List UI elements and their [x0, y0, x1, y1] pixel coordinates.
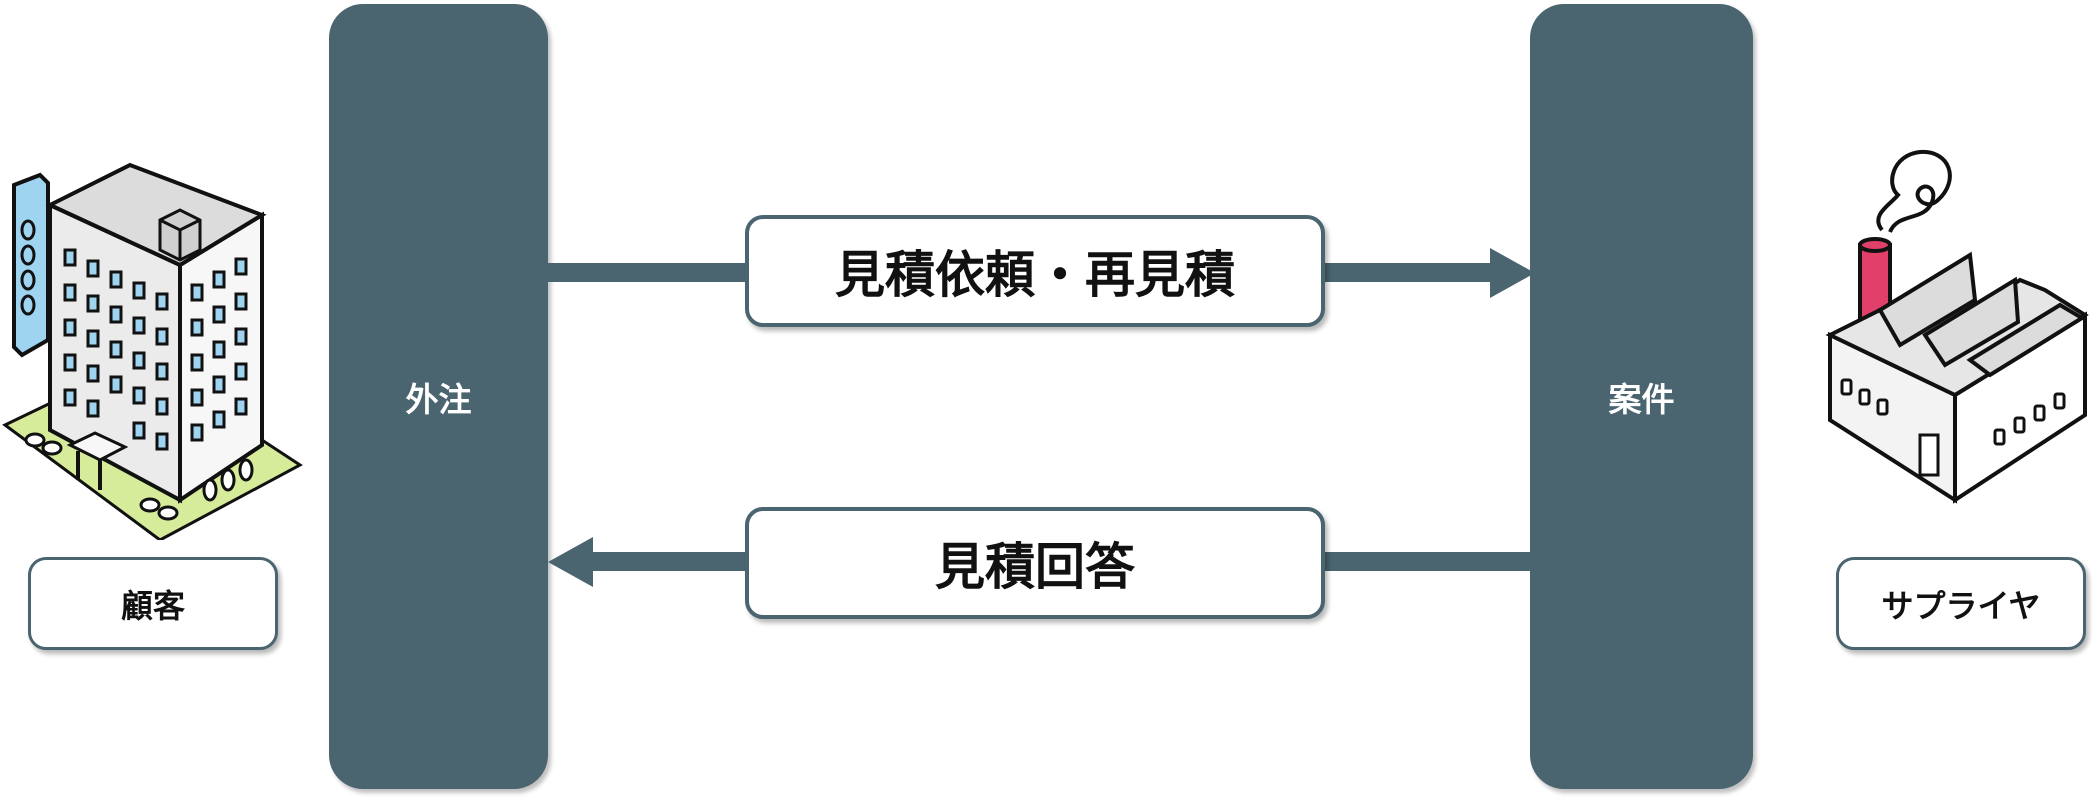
project-bar: 案件: [1530, 4, 1753, 789]
supplier-label-box: サプライヤ: [1836, 557, 2086, 650]
factory-icon: [1820, 140, 2090, 510]
outsourcing-bar: 外注: [329, 4, 548, 789]
customer-label: 顧客: [120, 586, 185, 625]
outsourcing-label: 外注: [405, 379, 472, 419]
request-label: 見積依頼・再見積: [835, 246, 1235, 304]
request-label-box: 見積依頼・再見積: [745, 215, 1325, 327]
office-building-icon: [0, 155, 310, 542]
project-label: 案件: [1608, 379, 1675, 419]
request-arrowhead-icon: [1490, 248, 1535, 298]
supplier-label: サプライヤ: [1881, 586, 2041, 625]
reply-arrowhead-icon: [548, 537, 593, 587]
customer-label-box: 顧客: [28, 557, 278, 650]
reply-label-box: 見積回答: [745, 507, 1325, 619]
reply-label: 見積回答: [935, 538, 1135, 596]
